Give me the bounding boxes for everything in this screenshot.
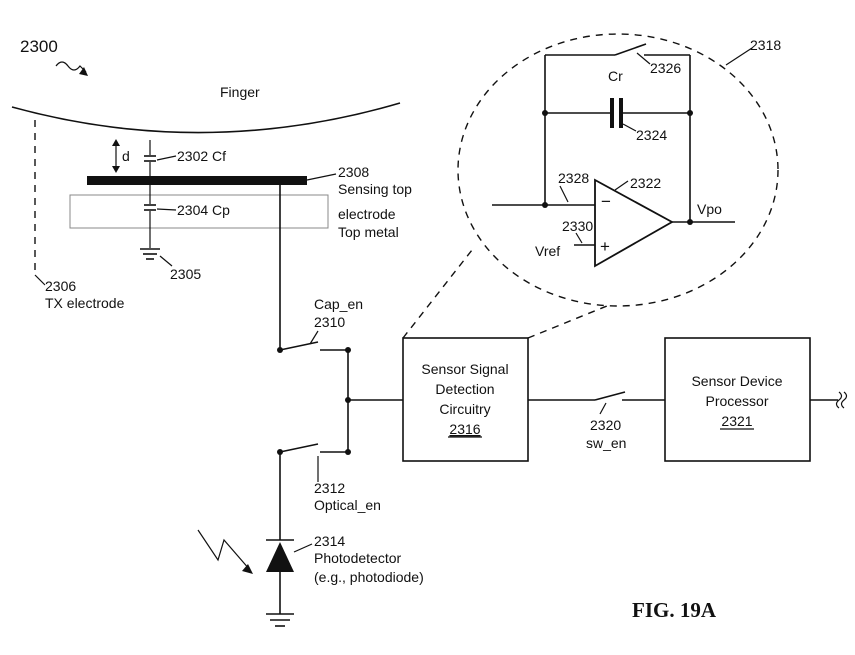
- callout-ref-leader: [725, 47, 753, 66]
- gap-arrow-top: [112, 139, 120, 146]
- opamp-ref: 2322: [630, 175, 661, 191]
- photodetector-leader: [293, 543, 313, 553]
- optical-switch-node: [345, 449, 351, 455]
- processor-line2: Processor: [705, 393, 768, 409]
- tx-electrode-ref: 2306: [45, 278, 76, 294]
- photodetector-line2: (e.g., photodiode): [314, 569, 424, 585]
- vpo-label: Vpo: [697, 201, 722, 217]
- switch-sw-ref: 2320: [590, 417, 621, 433]
- gap-label: d: [122, 148, 130, 164]
- plus-input-ref: 2330: [562, 218, 593, 234]
- cap-switch-blade: [279, 341, 319, 351]
- light-ray-arrowhead: [242, 564, 253, 574]
- opamp-plus-sign: +: [600, 237, 610, 256]
- cf-leader: [156, 155, 177, 161]
- fb-switch-ref: 2326: [650, 60, 681, 76]
- optical-switch-blade: [279, 443, 319, 453]
- sensing-top-electrode: [87, 176, 307, 185]
- detection-circuitry-block: [402, 337, 529, 462]
- figure-ref-arrow: [55, 61, 87, 73]
- cr-plate-right: [619, 98, 623, 128]
- gap-arrow-bottom: [112, 166, 120, 173]
- callout-ref: 2318: [750, 37, 781, 53]
- detection-line2: Detection: [435, 381, 494, 397]
- sensing-electrode-ref: 2308: [338, 164, 369, 180]
- switch-cap-name: Cap_en: [314, 296, 363, 312]
- cr-leader: [622, 123, 637, 132]
- sensing-electrode-leader: [306, 173, 337, 181]
- finger-label: Finger: [220, 84, 260, 100]
- processor-ref: 2321: [721, 413, 752, 429]
- input-ref-leader: [559, 185, 569, 203]
- vref-label: Vref: [535, 243, 560, 259]
- opamp-leader: [614, 180, 629, 191]
- switch-optical-ref: 2312: [314, 480, 345, 496]
- detection-line3: Circuitry: [439, 401, 490, 417]
- callout-line-left: [402, 249, 473, 339]
- figure-ref-label: 2300: [20, 37, 58, 56]
- cr-label: Cr: [608, 68, 623, 84]
- break-symbol-icon: [835, 391, 848, 409]
- fb-switch-leader: [636, 52, 651, 65]
- plus-input-leader: [575, 232, 583, 244]
- cp-leader: [156, 208, 177, 211]
- switch-cap-leader: [309, 330, 319, 345]
- finger-arc: [11, 102, 401, 134]
- processor-block: [664, 337, 811, 462]
- inverting-input-node: [542, 202, 548, 208]
- switch-sw-name: sw_en: [586, 435, 626, 451]
- output-node: [687, 219, 693, 225]
- fb-switch-blade: [614, 43, 647, 56]
- figure-ref-arrowhead: [79, 67, 88, 76]
- integrator-callout-ellipse: [457, 33, 779, 307]
- ground-2305-ref: 2305: [170, 266, 201, 282]
- photodetector-ref: 2314: [314, 533, 345, 549]
- switch-optical-name: Optical_en: [314, 497, 381, 513]
- ground-2305-icon: [140, 248, 160, 260]
- detection-ref: 2316: [449, 421, 480, 437]
- sw-switch-blade: [594, 391, 626, 401]
- substrate-box: [69, 194, 329, 229]
- sensing-electrode-line2: electrode: [338, 206, 396, 222]
- detection-line1: Sensor Signal: [421, 361, 508, 377]
- photodiode-icon: [266, 539, 294, 572]
- tx-electrode-leader: [34, 274, 46, 286]
- cr-plate-left: [610, 98, 614, 128]
- opamp-triangle: [594, 178, 674, 268]
- input-ref: 2328: [558, 170, 589, 186]
- cap-cp-label: 2304 Cp: [177, 202, 230, 218]
- tx-electrode-label: TX electrode: [45, 295, 125, 311]
- cr-ref: 2324: [636, 127, 667, 143]
- photodetector-line1: Photodetector: [314, 550, 402, 566]
- figure-caption: FIG. 19A: [632, 598, 717, 622]
- cap-cf-label: 2302 Cf: [177, 148, 226, 164]
- opamp-minus-sign: −: [601, 192, 611, 211]
- sensing-electrode-line3: Top metal: [338, 224, 399, 240]
- ground-photodiode-icon: [266, 613, 294, 627]
- processor-line1: Sensor Device: [691, 373, 782, 389]
- light-ray: [197, 529, 251, 571]
- sensing-electrode-line1: Sensing top: [338, 181, 412, 197]
- sw-switch-leader: [599, 402, 607, 415]
- switch-cap-ref: 2310: [314, 314, 345, 330]
- ground-2305-leader: [159, 255, 173, 267]
